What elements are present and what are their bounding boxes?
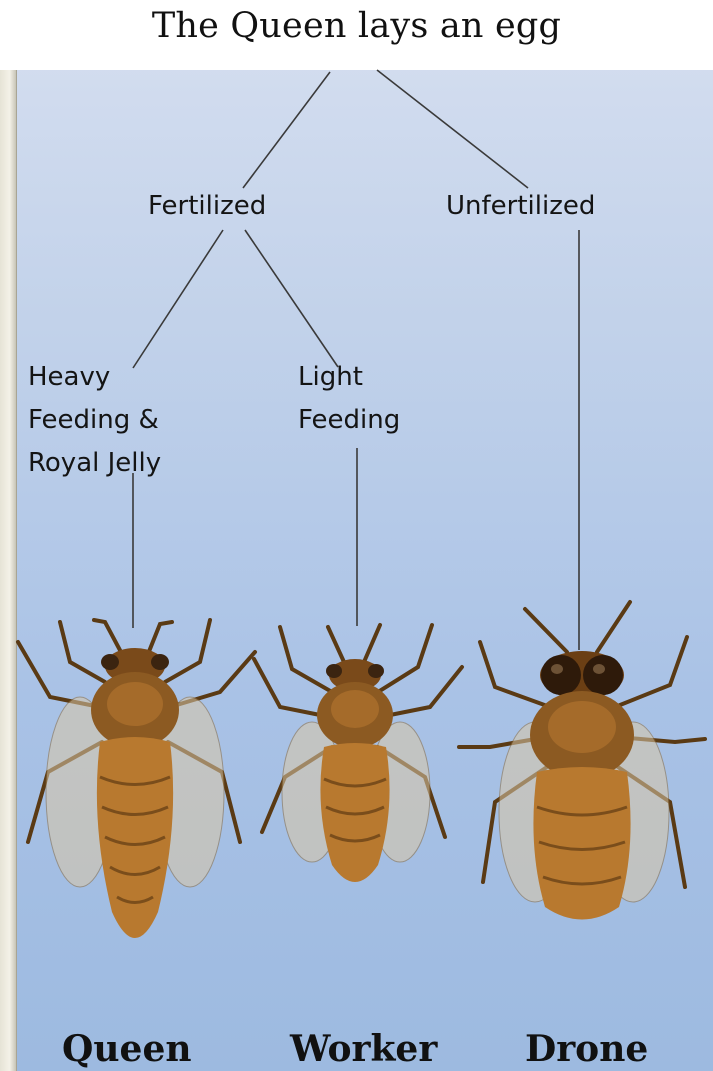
connector-title-fertilized	[243, 72, 330, 188]
connector-title-unfertilized	[377, 70, 528, 188]
label-light-line-2: Feeding	[298, 399, 400, 442]
caste-label-drone: Drone	[525, 1028, 648, 1070]
connector-fertilized-light	[245, 230, 338, 367]
queen-bee-illustration	[10, 592, 260, 972]
label-fertilized: Fertilized	[148, 185, 266, 228]
caste-label-queen: Queen	[62, 1028, 192, 1070]
caste-label-worker: Worker	[290, 1028, 437, 1070]
worker-bee-illustration	[240, 607, 470, 907]
label-light-line-1: Light	[298, 356, 363, 399]
connector-fertilized-heavy	[133, 230, 223, 368]
label-heavy-line-3: Royal Jelly	[28, 442, 161, 485]
label-unfertilized: Unfertilized	[446, 185, 595, 228]
drone-bee-illustration	[455, 597, 710, 942]
label-heavy-line-1: Heavy	[28, 356, 110, 399]
label-heavy-line-2: Feeding &	[28, 399, 159, 442]
